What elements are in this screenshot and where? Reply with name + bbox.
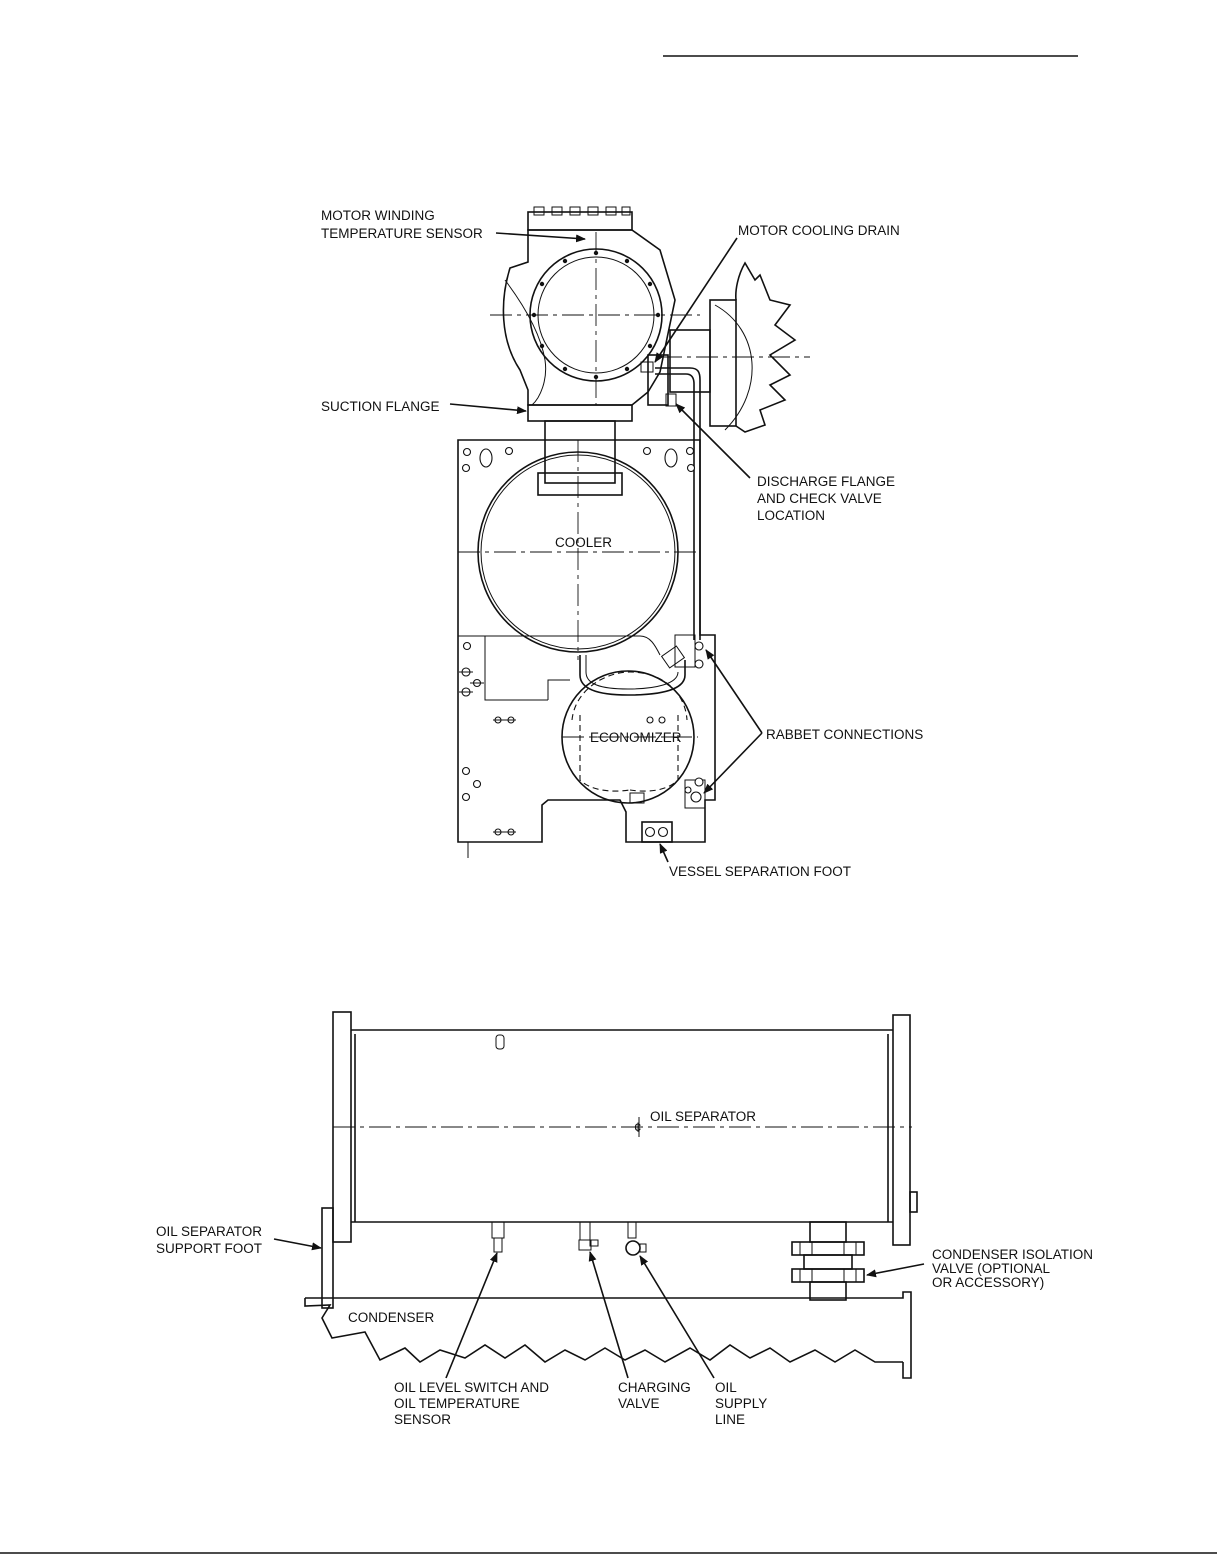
centerline-symbol: ¢ — [634, 1120, 642, 1135]
cover-bolts — [531, 250, 661, 380]
label-suction-flange: SUCTION FLANGE — [321, 399, 440, 414]
label-oil-level-2: OIL TEMPERATURE — [394, 1396, 520, 1411]
label-isolation-1: CONDENSER ISOLATION — [932, 1247, 1093, 1262]
label-oil-separator: OIL SEPARATOR — [650, 1109, 756, 1124]
label-motor-winding-2: TEMPERATURE SENSOR — [321, 226, 483, 241]
label-discharge-1: DISCHARGE FLANGE — [757, 474, 895, 489]
economizer-vessel — [561, 645, 698, 804]
compressor-assembly — [490, 206, 810, 640]
label-oil-level-1: OIL LEVEL SWITCH AND — [394, 1380, 549, 1395]
label-oil-supply-3: LINE — [715, 1412, 745, 1427]
label-oil-sep-foot-2: SUPPORT FOOT — [156, 1241, 262, 1256]
label-charging-1: CHARGING — [618, 1380, 691, 1395]
label-discharge-3: LOCATION — [757, 508, 825, 523]
cooler-frame — [457, 420, 716, 858]
label-vessel-separation-foot: VESSEL SEPARATION FOOT — [669, 864, 851, 879]
label-cooler: COOLER — [555, 535, 612, 550]
suction-flange — [527, 404, 633, 422]
label-charging-2: VALVE — [618, 1396, 660, 1411]
label-motor-winding-1: MOTOR WINDING — [321, 208, 435, 223]
condenser-shape — [304, 1291, 912, 1379]
label-rabbet-connections: RABBET CONNECTIONS — [766, 727, 923, 742]
label-oil-supply-2: SUPPLY — [715, 1396, 767, 1411]
label-motor-cooling-drain: MOTOR COOLING DRAIN — [738, 223, 900, 238]
label-oil-level-3: SENSOR — [394, 1412, 451, 1427]
vessel-separation-foot-shape — [641, 821, 673, 843]
label-isolation-2: VALVE (OPTIONAL — [932, 1261, 1051, 1276]
rabbet-bolts — [684, 641, 704, 803]
oil-separator-assembly — [321, 1011, 918, 1309]
label-oil-sep-foot-1: OIL SEPARATOR — [156, 1224, 262, 1239]
label-condenser: CONDENSER — [348, 1310, 435, 1325]
break-shape — [735, 261, 797, 433]
label-oil-supply-1: OIL — [715, 1380, 737, 1395]
label-isolation-3: OR ACCESSORY) — [932, 1275, 1044, 1290]
label-economizer: ECONOMIZER — [590, 730, 682, 745]
label-discharge-2: AND CHECK VALVE — [757, 491, 882, 506]
